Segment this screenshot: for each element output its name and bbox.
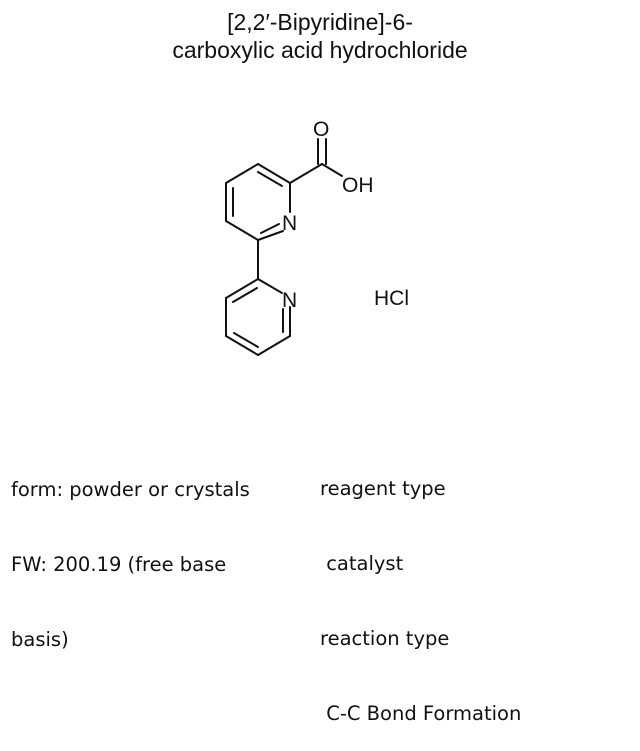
chemical-structure: O OH N N HCl [225, 118, 409, 356]
nitrogen-atom-label-ring1: N [282, 212, 297, 235]
reagent-type-label: reagent type [320, 477, 446, 500]
compound-title-line2: carboxylic acid hydrochloride [172, 37, 468, 63]
properties-right: reagent type catalyst reaction type C-C … [320, 426, 521, 751]
reaction-type-value: C-C Bond Formation [320, 702, 522, 725]
hcl-salt-label: HCl [374, 287, 409, 310]
nitrogen-atom-label-ring2: N [282, 289, 297, 312]
hydroxyl-label: OH [342, 174, 374, 197]
oxygen-atom-label: O [313, 118, 329, 141]
reagent-type-value: catalyst [320, 552, 404, 575]
form-property: form: powder or crystals [11, 478, 250, 501]
compound-title-line1: [2,2′-Bipyridine]-6- [227, 9, 413, 35]
reaction-type-label: reaction type [320, 627, 450, 650]
properties-left: form: powder or crystals FW: 200.19 (fre… [11, 427, 250, 677]
bonds [225, 138, 343, 356]
formula-weight-line1: FW: 200.19 (free base [11, 553, 227, 576]
compound-title: [2,2′-Bipyridine]-6- carboxylic acid hyd… [0, 8, 640, 64]
